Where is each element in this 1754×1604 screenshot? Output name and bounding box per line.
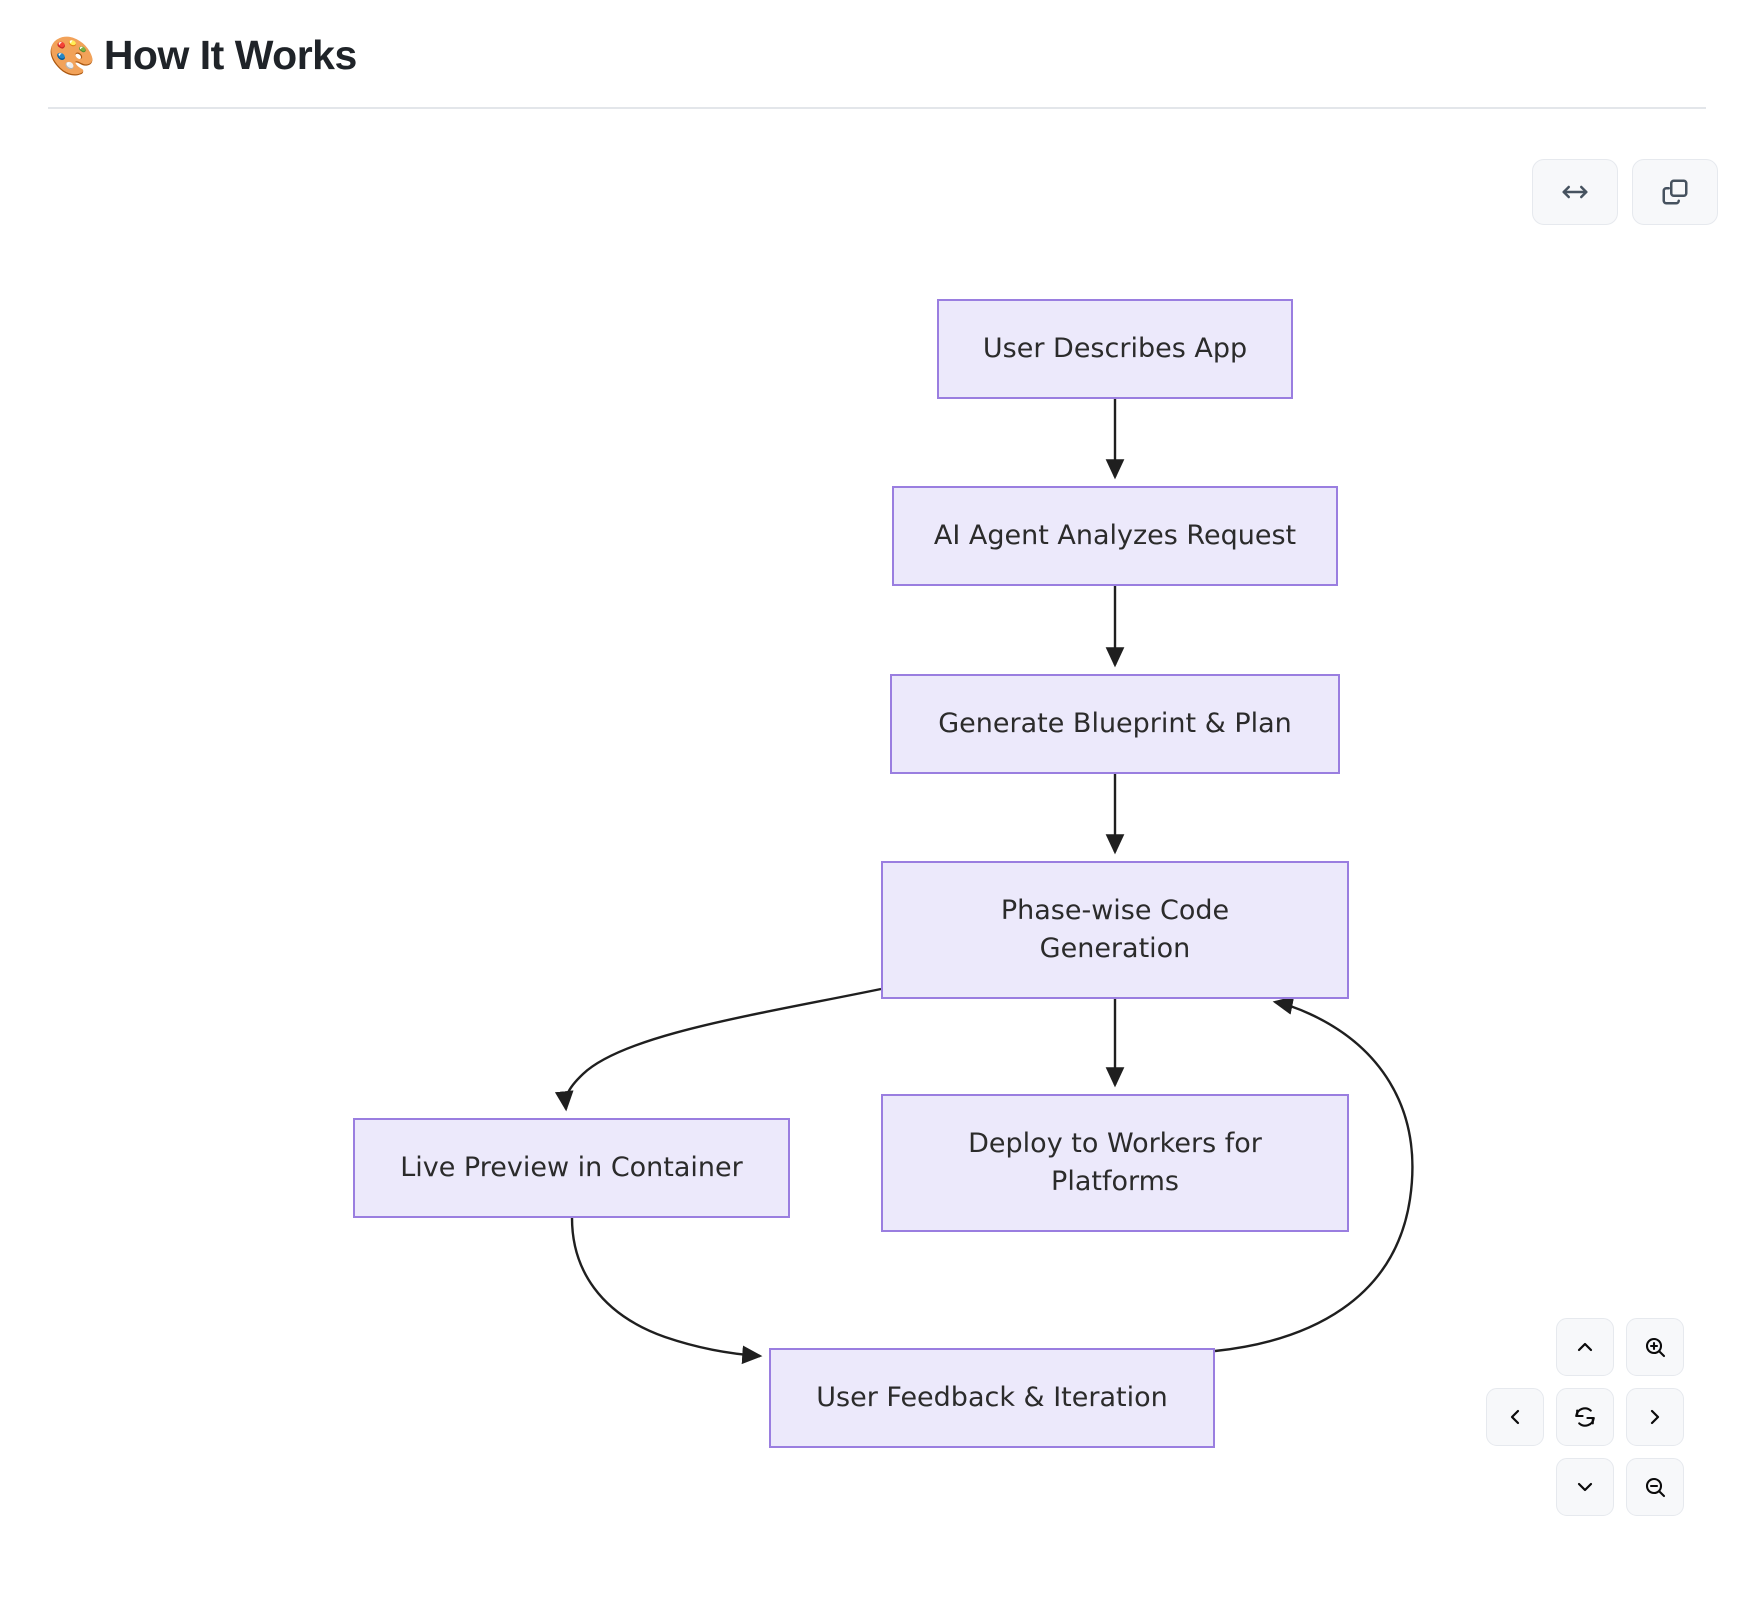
- pan-zoom-controls: [1486, 1318, 1728, 1518]
- magnifier-minus-icon: [1643, 1475, 1667, 1499]
- fit-width-button[interactable]: [1532, 159, 1618, 225]
- pan-up-button[interactable]: [1556, 1318, 1614, 1376]
- magnifier-plus-icon: [1643, 1335, 1667, 1359]
- flow-node-user-feedback-and-iteration[interactable]: User Feedback & Iteration: [769, 1348, 1215, 1448]
- diagram-toolbar: [1532, 159, 1718, 225]
- arrows-left-right-icon: [1560, 177, 1590, 207]
- pan-down-button[interactable]: [1556, 1458, 1614, 1516]
- chevron-right-icon: [1643, 1405, 1667, 1429]
- header-divider: [48, 107, 1706, 109]
- flow-node-deploy-to-workers-for-platforms[interactable]: Deploy to Workers for Platforms: [881, 1094, 1349, 1232]
- page-title: 🎨 How It Works: [48, 32, 357, 79]
- flow-node-ai-agent-analyzes-request[interactable]: AI Agent Analyzes Request: [892, 486, 1338, 586]
- chevron-up-icon: [1573, 1335, 1597, 1359]
- page-header: 🎨 How It Works: [0, 0, 1754, 109]
- chevron-down-icon: [1573, 1475, 1597, 1499]
- chevron-left-icon: [1503, 1405, 1527, 1429]
- zoom-in-button[interactable]: [1626, 1318, 1684, 1376]
- pan-right-button[interactable]: [1626, 1388, 1684, 1446]
- flow-node-generate-blueprint-and-plan[interactable]: Generate Blueprint & Plan: [890, 674, 1340, 774]
- pan-left-button[interactable]: [1486, 1388, 1544, 1446]
- edge-live-preview-to-user-feedback: [570, 1217, 763, 1365]
- flow-node-live-preview-in-container[interactable]: Live Preview in Container: [353, 1118, 790, 1218]
- copy-icon: [1660, 177, 1690, 207]
- page-title-text: How It Works: [103, 32, 357, 78]
- palette-icon: 🎨: [48, 36, 95, 78]
- zoom-out-button[interactable]: [1626, 1458, 1684, 1516]
- copy-button[interactable]: [1632, 159, 1718, 225]
- flow-node-phase-wise-code-generation[interactable]: Phase-wise Code Generation: [881, 861, 1349, 999]
- flow-node-user-describes-app[interactable]: User Describes App: [937, 299, 1293, 399]
- reset-view-button[interactable]: [1556, 1388, 1614, 1446]
- diagram-canvas[interactable]: User Describes App AI Agent Analyzes Req…: [0, 109, 1754, 1604]
- edge-phasewise-to-live-preview: [554, 987, 882, 1112]
- refresh-icon: [1573, 1405, 1597, 1429]
